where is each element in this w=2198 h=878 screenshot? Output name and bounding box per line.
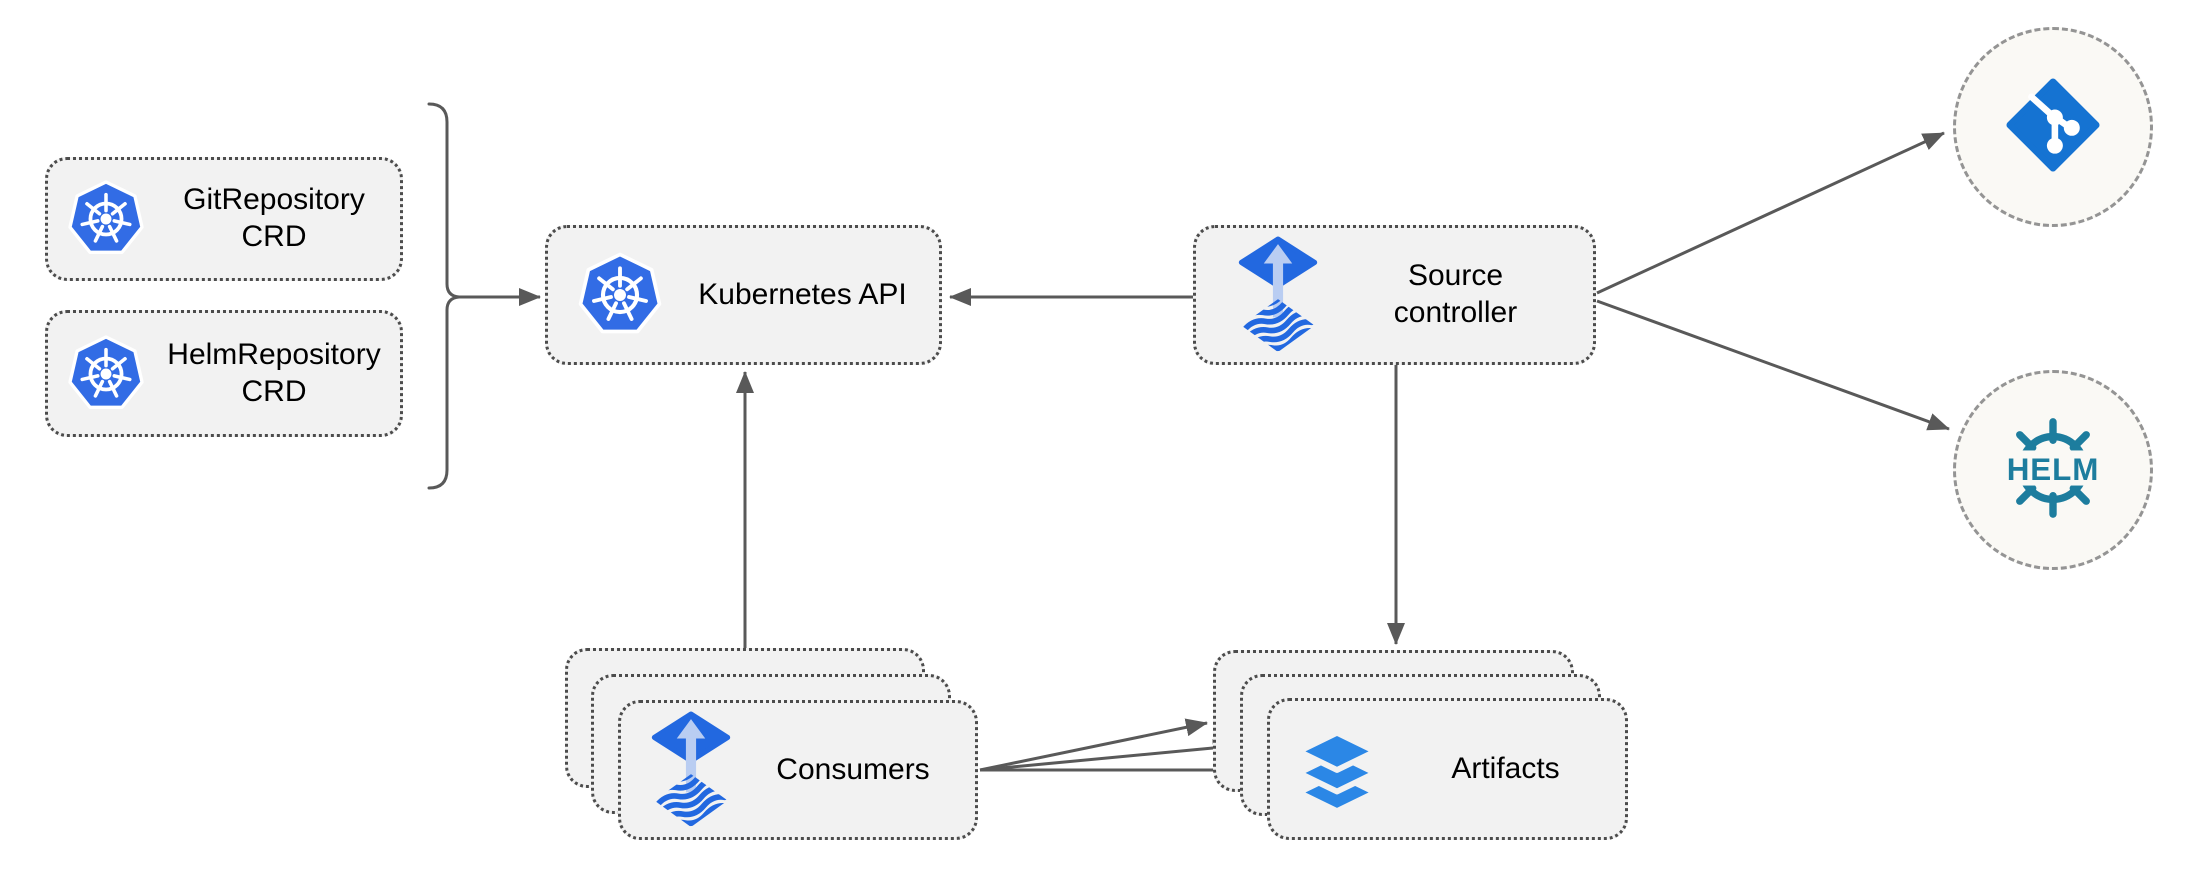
node-consumers: Consumers (618, 700, 978, 840)
layers-icon (1270, 720, 1386, 818)
crd-group-bracket (427, 102, 460, 490)
helm-icon: HELM (1993, 408, 2113, 533)
kubernetes-icon (48, 332, 148, 416)
edge-source-controller-to-helm (1596, 299, 1950, 431)
kubernetes-icon (48, 177, 148, 261)
helm-remote-endpoint: HELM (1953, 370, 2153, 570)
node-label: Consumers (776, 752, 930, 786)
git-icon (2006, 77, 2100, 177)
edge-source-controller-to-git (1596, 131, 1945, 295)
node-source-controller: Source controller (1193, 225, 1596, 365)
node-kubernetes-api: Kubernetes API (545, 225, 942, 365)
helm-wordmark: HELM (2007, 452, 2100, 487)
node-label: Artifacts (1451, 751, 1560, 785)
git-remote-endpoint (1953, 27, 2153, 227)
kubernetes-icon (548, 249, 666, 341)
node-label: HelmRepository CRD (167, 337, 381, 408)
edge-consumers-to-artifacts-2 (979, 739, 1235, 772)
node-label: GitRepository CRD (183, 183, 365, 253)
flux-source-controller-icon (621, 711, 731, 829)
node-artifacts: Artifacts (1267, 698, 1628, 840)
node-label: Kubernetes API (698, 277, 907, 311)
edge-consumers-to-artifacts-1 (979, 718, 1208, 772)
node-label: Source controller (1393, 259, 1518, 329)
node-git-repository-crd: GitRepository CRD (45, 157, 403, 281)
flux-source-controller-icon (1196, 236, 1318, 354)
node-helm-repository-crd: HelmRepository CRD (45, 310, 403, 437)
